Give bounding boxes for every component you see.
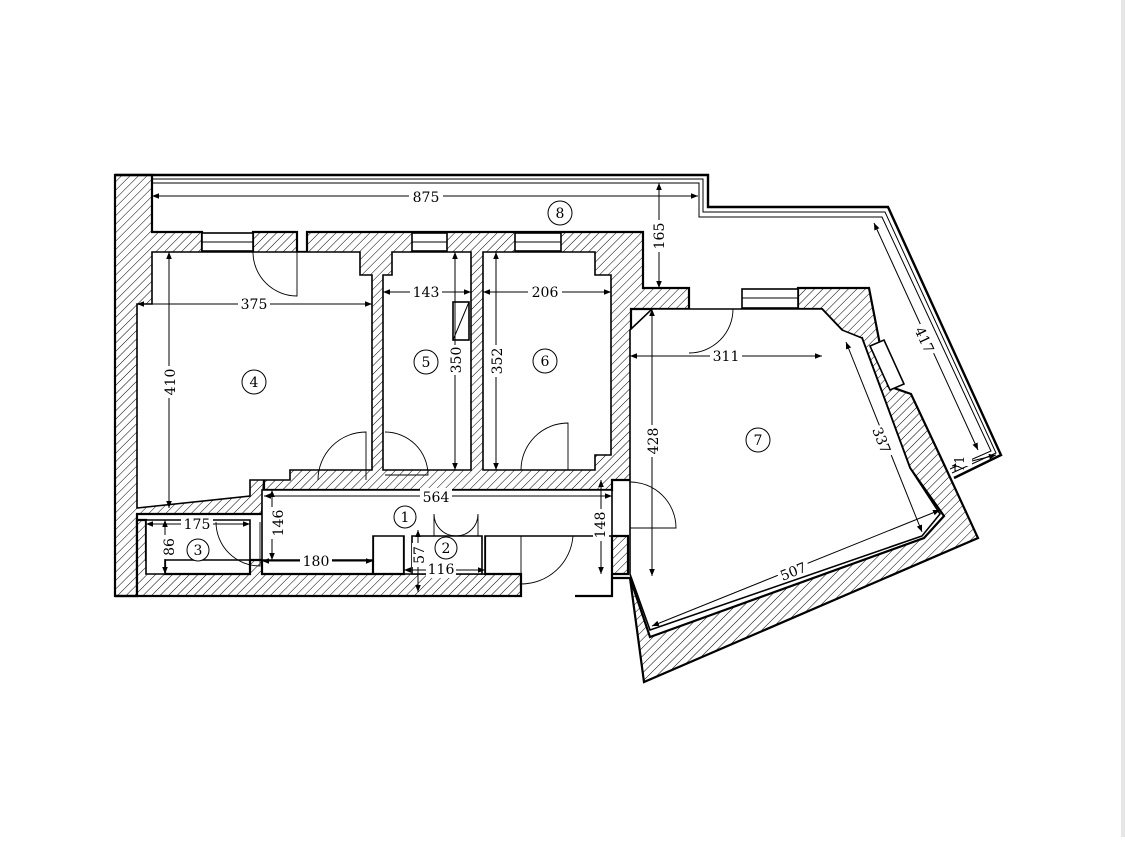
door-room2-right [455, 513, 479, 537]
dim-350: 350 [449, 347, 465, 374]
room-label-5: 5 [413, 349, 439, 375]
door-room4-hall [317, 431, 367, 481]
dim-143: 143 [413, 285, 440, 301]
dim-206: 206 [532, 285, 559, 301]
svg-text:5: 5 [422, 355, 431, 371]
page-edge [1121, 0, 1125, 837]
room-label-6: 6 [532, 348, 558, 374]
dim-165: 165 [652, 223, 668, 250]
room-label-2: 2 [434, 536, 458, 560]
dim-71: 71 [953, 456, 968, 473]
dim-375: 375 [241, 297, 268, 313]
svg-text:2: 2 [442, 541, 451, 557]
dim-148: 148 [593, 512, 609, 539]
svg-text:1: 1 [401, 510, 410, 526]
door-room2-left [433, 513, 457, 537]
dim-180: 180 [303, 554, 330, 570]
room-label-8: 8 [547, 200, 573, 226]
dim-116: 116 [428, 562, 455, 578]
door-room5-hall [384, 431, 429, 476]
dim-57: 57 [412, 546, 428, 564]
dim-86: 86 [162, 538, 178, 556]
dim-146: 146 [271, 510, 287, 537]
door-room7-terrace [688, 308, 734, 354]
dim-875: 875 [413, 190, 440, 206]
dim-175: 175 [184, 517, 211, 533]
dim-311: 311 [713, 349, 740, 365]
dim-410: 410 [163, 369, 179, 396]
door-room3 [215, 521, 261, 567]
room-label-7: 7 [745, 427, 771, 453]
door-room6-hall [520, 422, 569, 471]
room-label-3: 3 [186, 538, 210, 562]
dim-428: 428 [646, 428, 662, 455]
room-label-1: 1 [393, 505, 417, 529]
svg-text:4: 4 [250, 375, 259, 391]
room-label-4: 4 [241, 369, 267, 395]
door-entrance [520, 535, 574, 585]
svg-text:8: 8 [556, 206, 565, 222]
dim-564: 564 [423, 490, 450, 506]
svg-text:7: 7 [754, 433, 763, 449]
hall-1 [261, 489, 613, 575]
svg-text:3: 3 [194, 543, 203, 559]
door-room4-terrace [252, 251, 298, 297]
svg-text:6: 6 [541, 354, 550, 370]
dim-352: 352 [490, 348, 506, 375]
